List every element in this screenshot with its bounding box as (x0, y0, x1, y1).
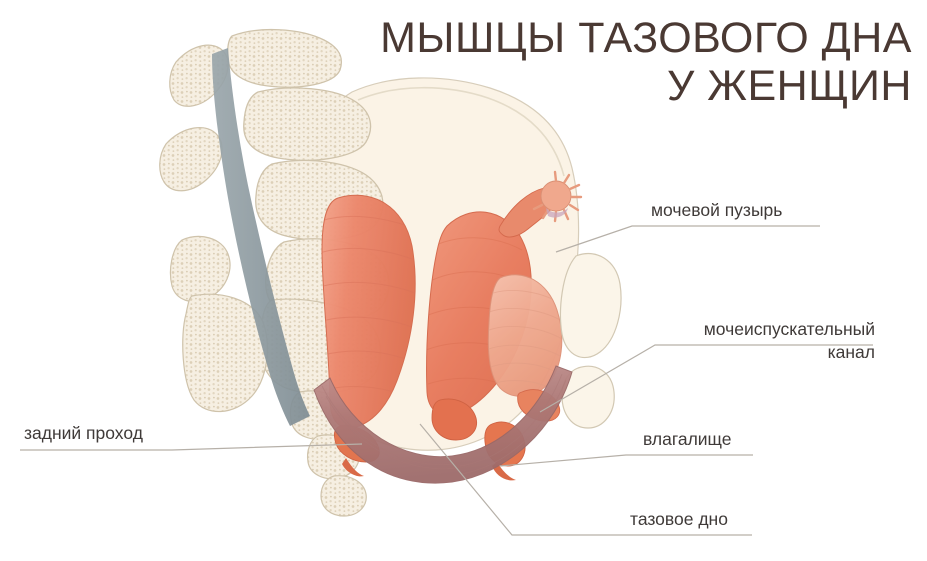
leader-anus (20, 443, 363, 451)
leader-vagina (499, 454, 753, 467)
label-urethra-line-1: мочеиспускательный (703, 319, 875, 339)
spinal-canal (212, 48, 310, 426)
leader-urethra (539, 344, 873, 413)
page-title: МЫШЦЫ ТАЗОВОГО ДНА У ЖЕНЩИН (300, 14, 912, 110)
label-anus: задний проход (24, 423, 143, 443)
fimbriae (532, 170, 583, 223)
label-urethra: мочеиспускательный канал (663, 318, 875, 364)
label-pelvic-floor: тазовое дно (630, 509, 728, 529)
label-vagina: влагалище (643, 429, 732, 449)
leader-bladder (555, 225, 820, 253)
title-line-2: У ЖЕНЩИН (667, 62, 912, 111)
pubic-bone (559, 252, 622, 429)
label-bladder: мочевой пузырь (651, 200, 783, 220)
leader-pelvic-floor (419, 423, 752, 536)
label-urethra-line-2: канал (827, 342, 875, 363)
leader-lines (20, 225, 873, 536)
pelvic-floor-muscle (313, 365, 573, 484)
title-line-1: МЫШЦЫ ТАЗОВОГО ДНА (380, 14, 912, 62)
urinary-bladder (487, 274, 563, 397)
